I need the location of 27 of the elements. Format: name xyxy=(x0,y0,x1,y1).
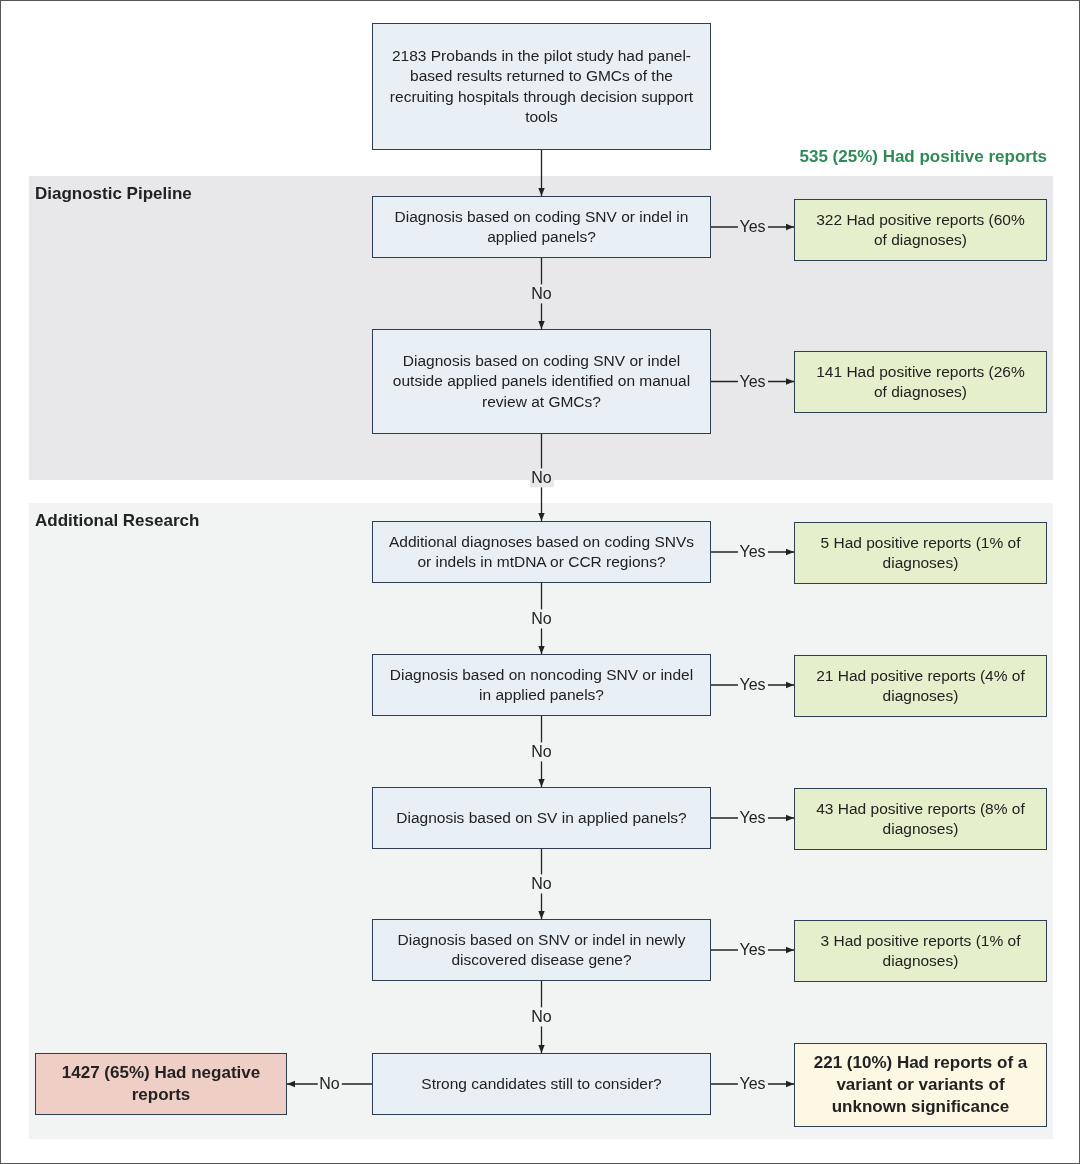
result-box: 221 (10%) Had reports of a variant or variants of unknown significance xyxy=(794,1043,1047,1127)
edge-label: No xyxy=(529,608,554,629)
edge-label: No xyxy=(529,1007,554,1027)
decision-box: Diagnosis based on coding SNV or indel in applied panels? xyxy=(372,196,711,258)
result-box: 141 Had positive reports (26% of diagnoses) xyxy=(794,351,1047,413)
result-box: 43 Had positive reports (8% of diagnoses) xyxy=(794,788,1047,850)
arrow xyxy=(538,149,545,197)
result-box: 21 Had positive reports (4% of diagnoses) xyxy=(794,655,1047,717)
result-box: 3 Had positive reports (1% of diagnoses) xyxy=(794,920,1047,982)
section-heading: Diagnostic Pipeline xyxy=(35,184,192,204)
decision-box: Diagnosis based on SNV or indel in newly discovered disease gene? xyxy=(372,919,711,981)
edge-label: No xyxy=(529,874,554,894)
decision-box: Diagnosis based on noncoding SNV or indel in applied panels? xyxy=(372,654,711,716)
edge-label: No xyxy=(529,283,554,304)
result-box: 322 Had positive reports (60% of diagnoses) xyxy=(794,199,1047,261)
section-heading: Additional Research xyxy=(35,511,200,531)
edge-label: No xyxy=(529,467,554,488)
decision-box: 2183 Probands in the pilot study had panel-based results returned to GMCs of the recruiting hospitals through decision support tools xyxy=(372,23,711,150)
decision-box: Diagnosis based on coding SNV or indel outside applied panels identified on manual review at GMCs? xyxy=(372,329,711,434)
result-box: 5 Had positive reports (1% of diagnoses) xyxy=(794,522,1047,584)
section-band xyxy=(29,503,1053,1139)
decision-box: Diagnosis based on SV in applied panels? xyxy=(372,787,711,849)
decision-box: Strong candidates still to consider? xyxy=(372,1053,711,1115)
decision-box: Additional diagnoses based on coding SNVs or indels in mtDNA or CCR regions? xyxy=(372,521,711,583)
edge-label: No xyxy=(529,741,554,762)
summary-note: 535 (25%) Had positive reports xyxy=(799,147,1047,167)
result-box: 1427 (65%) Had negative reports xyxy=(35,1053,287,1115)
